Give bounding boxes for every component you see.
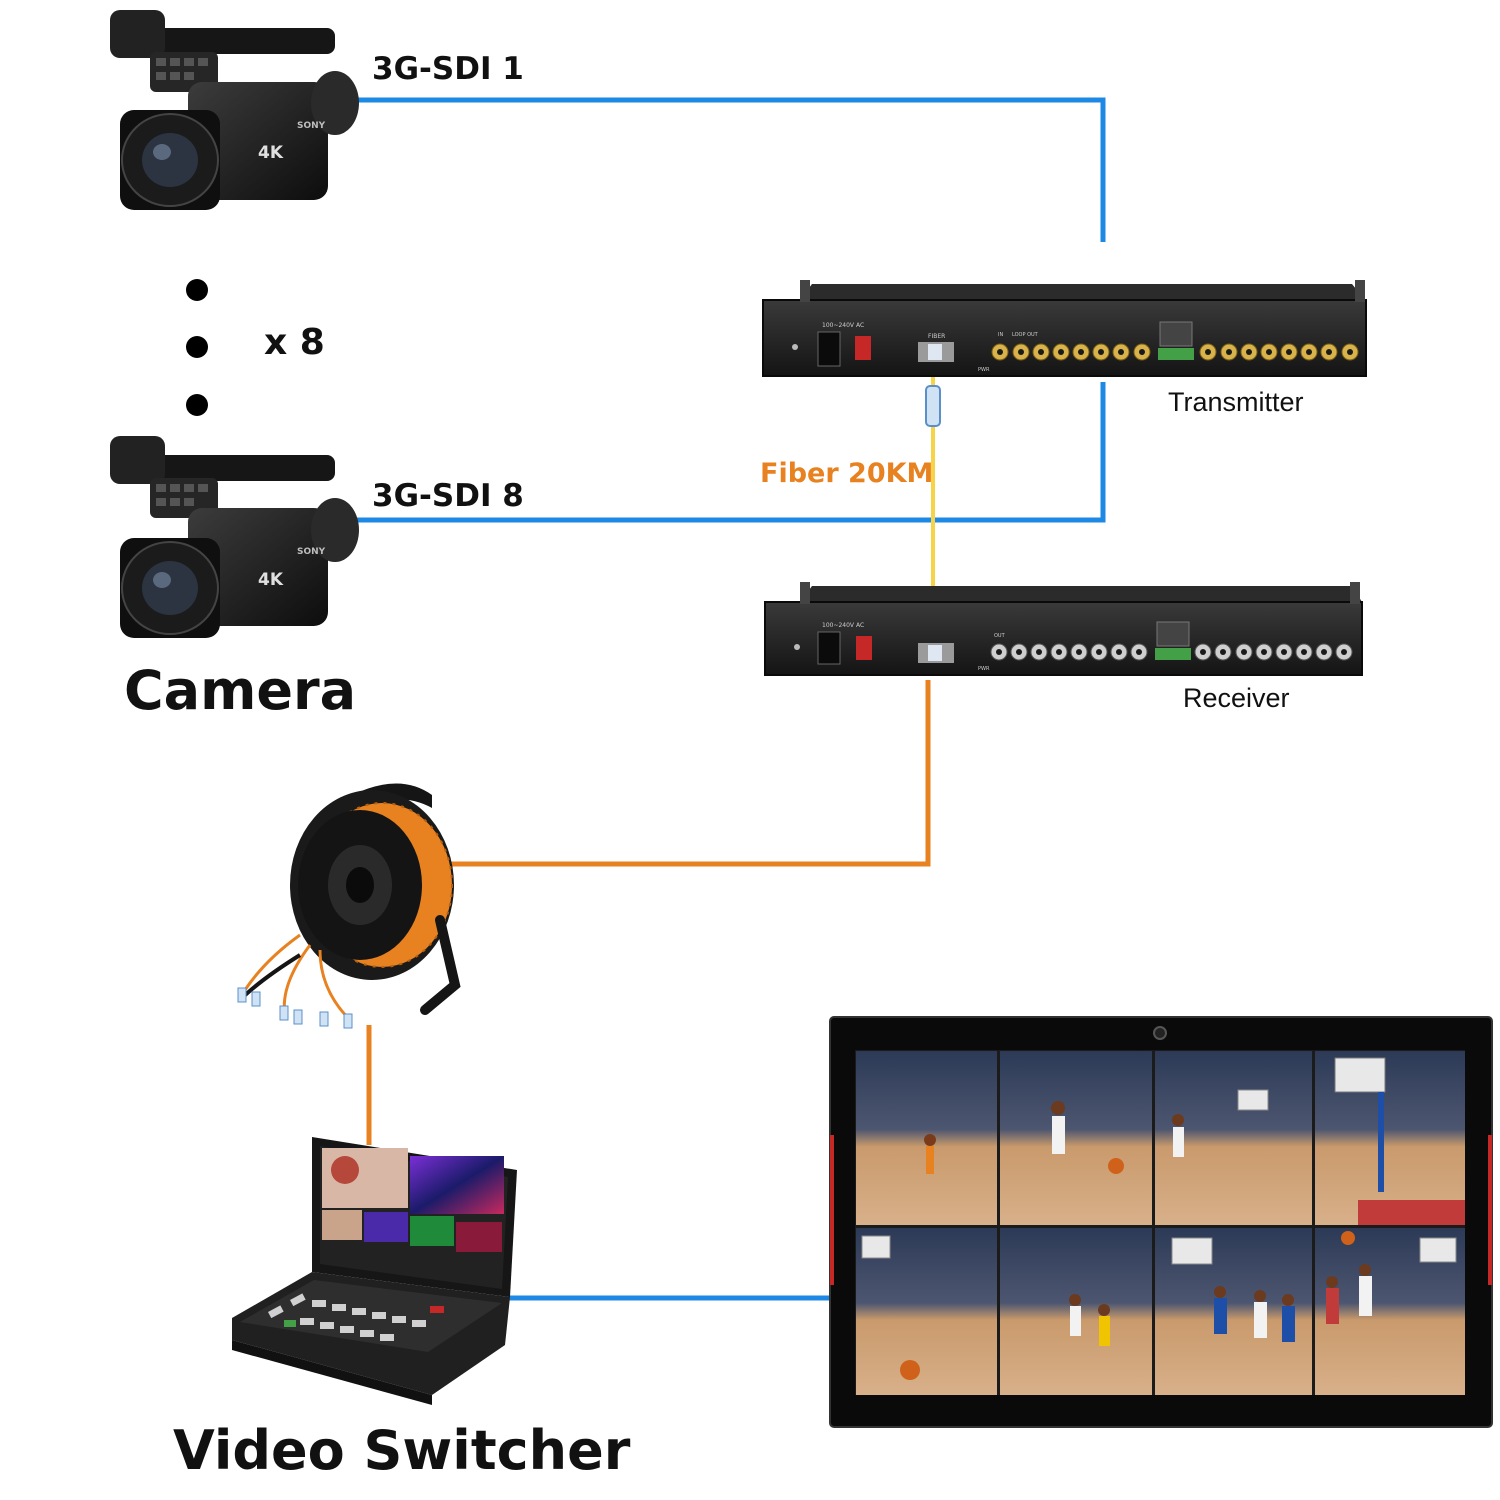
switcher-preview-2	[410, 1156, 504, 1214]
sdi-1-label: 3G-SDI 1	[372, 51, 524, 87]
camera-4k-badge: 4K	[258, 143, 284, 163]
transmitter-label: Transmitter	[1168, 387, 1304, 417]
sdi-cable-1	[355, 97, 1106, 242]
camera-1: SONY 4K	[110, 10, 359, 210]
camera-brand: SONY	[297, 547, 326, 557]
multiview-monitor	[829, 1016, 1493, 1428]
multiview-tile-8	[1315, 1228, 1465, 1395]
receiver-port-label-out: OUT	[994, 633, 1006, 639]
multiview-tile-7	[1155, 1228, 1312, 1395]
multiview-tile-3	[1155, 1051, 1312, 1225]
receiver-pwr-label: PWR	[978, 666, 990, 672]
sdi-cable-8	[355, 382, 1106, 523]
receiver-power-label: 100~240V AC	[822, 622, 864, 629]
camera-label: Camera	[124, 659, 357, 722]
webcam-icon	[1153, 1026, 1167, 1040]
camera-brand: SONY	[297, 121, 326, 131]
armored-fiber-cable	[366, 680, 931, 1145]
camera-count-label: x 8	[264, 322, 325, 363]
transmitter-port-label-in: IN	[998, 332, 1003, 338]
cable-reel	[237, 783, 461, 1029]
multiview-tile-4	[1315, 1051, 1465, 1225]
transmitter-fiber-label: FIBER	[928, 333, 945, 340]
transmitter-port-label-loop: LOOP OUT	[1012, 332, 1039, 338]
video-switcher	[232, 1137, 517, 1405]
multiview-tile-2	[1000, 1051, 1152, 1225]
multiview-tile-6	[1000, 1228, 1152, 1395]
transmitter-power-label: 100~240V AC	[822, 322, 864, 329]
video-switcher-label: Video Switcher	[173, 1419, 631, 1482]
multiview-tile-5	[856, 1228, 997, 1395]
transmitter-unit: 100~240V AC FIBER IN LOOP OUT PWR	[762, 280, 1367, 377]
sdi-8-label: 3G-SDI 8	[372, 478, 524, 514]
transmitter-pwr-label: PWR	[978, 367, 990, 373]
fiber-distance-label: Fiber 20KM	[760, 458, 934, 489]
receiver-label: Receiver	[1183, 683, 1290, 713]
receiver-unit: 100~240V AC OUT PWR	[764, 582, 1363, 676]
ellipsis-dots	[186, 279, 208, 416]
camera-8: SONY 4K	[110, 436, 359, 638]
multiview-tile-1	[856, 1051, 997, 1225]
camera-4k-badge: 4K	[258, 570, 284, 590]
